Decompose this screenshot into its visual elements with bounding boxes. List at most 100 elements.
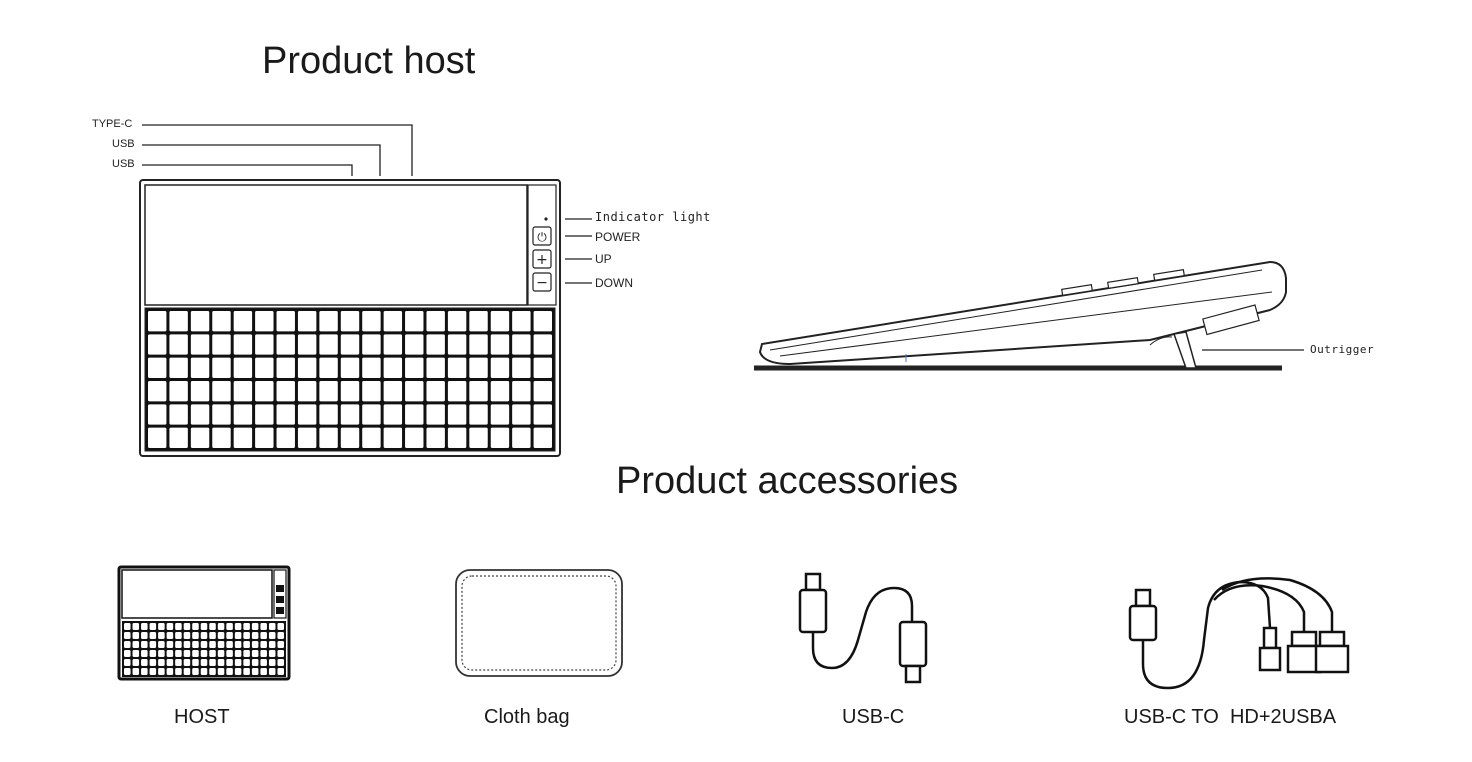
keyboard-key	[226, 641, 233, 648]
keyboard-key	[243, 623, 250, 630]
keyboard-key	[469, 311, 488, 332]
keyboard-key	[276, 404, 295, 425]
svg-text:⏻: ⏻	[537, 230, 547, 244]
keyboard-key	[190, 311, 210, 332]
keyboard-key	[362, 404, 381, 425]
keyboard-key	[141, 632, 148, 639]
keyboard-key	[233, 357, 253, 378]
keyboard-key	[469, 357, 488, 378]
keyboard-key	[166, 659, 174, 666]
keyboard-key	[251, 623, 259, 630]
keyboard-key	[175, 641, 182, 648]
keyboard-key	[132, 632, 140, 639]
keyboard-key	[149, 650, 157, 657]
cloth-bag-icon	[455, 569, 623, 677]
keyboard-key	[212, 357, 231, 378]
keyboard-key	[217, 632, 225, 639]
keyboard-key	[233, 334, 253, 355]
power-label: POWER	[595, 230, 641, 244]
keyboard-key	[132, 641, 140, 648]
svg-text:+: +	[536, 252, 548, 268]
keyboard-key	[169, 311, 188, 332]
keyboard-key	[217, 641, 225, 648]
keyboard-key	[533, 311, 552, 332]
svg-text:−: −	[536, 275, 548, 291]
keyboard-key	[340, 357, 360, 378]
keyboard-key	[158, 668, 165, 675]
keyboard-key	[277, 650, 284, 657]
keyboard-key	[251, 650, 259, 657]
keyboard-key	[490, 311, 510, 332]
keyboard-key	[234, 650, 242, 657]
keyboard-key	[183, 659, 191, 666]
keyboard-key	[226, 650, 233, 657]
keyboard-key	[233, 381, 253, 402]
keyboard-key	[132, 623, 140, 630]
keyboard-key	[490, 404, 510, 425]
keyboard-key	[190, 334, 210, 355]
keyboard-key	[169, 427, 188, 448]
keyboard-key	[209, 659, 216, 666]
keyboard-key	[148, 311, 167, 332]
keyboard-key	[268, 632, 276, 639]
keyboard-key	[490, 427, 510, 448]
keyboard-key	[192, 641, 199, 648]
keyboard-key	[233, 427, 253, 448]
keyboard-key	[158, 623, 165, 630]
host-side-view	[754, 260, 1304, 371]
keyboard-key	[212, 334, 231, 355]
keyboard-key	[209, 641, 216, 648]
keyboard-key	[405, 404, 424, 425]
indicator-light-label: Indicator light	[595, 210, 711, 224]
keyboard-key	[243, 641, 250, 648]
keyboard-key	[166, 650, 174, 657]
keyboard-key	[469, 334, 488, 355]
keyboard-key	[469, 427, 488, 448]
host-device-icon	[117, 565, 291, 681]
keyboard-key	[141, 668, 148, 675]
keyboard-key	[268, 650, 276, 657]
keyboard-key	[260, 623, 267, 630]
keyboard-key	[192, 659, 199, 666]
keyboard-key	[200, 659, 208, 666]
port-label-usb-2: USB	[112, 158, 135, 170]
accessory-label-usb-c: USB-C	[842, 706, 905, 728]
keyboard-key	[234, 641, 242, 648]
keyboard-key	[297, 404, 317, 425]
keyboard-key	[251, 668, 259, 675]
keyboard-key	[255, 311, 274, 332]
keyboard-key	[132, 668, 140, 675]
keyboard-key	[340, 311, 360, 332]
keyboard-key	[319, 357, 338, 378]
keyboard-key	[183, 668, 191, 675]
keyboard-key	[200, 668, 208, 675]
keyboard-key	[276, 357, 295, 378]
keyboard-key	[340, 404, 360, 425]
up-label: UP	[595, 252, 612, 266]
keyboard-key	[319, 311, 338, 332]
keyboard-key	[426, 404, 445, 425]
keyboard-key	[148, 357, 167, 378]
keyboard-key	[340, 427, 360, 448]
keyboard-key	[226, 632, 233, 639]
down-button	[532, 272, 552, 292]
keyboard-key	[166, 668, 174, 675]
keyboard-key	[490, 334, 510, 355]
keyboard-key	[512, 427, 531, 448]
keyboard-key	[276, 311, 295, 332]
keyboard-key	[405, 311, 424, 332]
keyboard-key	[149, 641, 157, 648]
keyboard-key	[277, 632, 284, 639]
keyboard-key	[383, 334, 403, 355]
product-accessories-title: Product accessories	[616, 460, 959, 502]
keyboard-key	[255, 381, 274, 402]
keyboard-key	[383, 357, 403, 378]
keyboard-key	[383, 427, 403, 448]
keyboard-key	[175, 659, 182, 666]
keyboard-key	[276, 334, 295, 355]
keyboard-key	[183, 623, 191, 630]
keyboard-key	[362, 311, 381, 332]
keyboard-key	[533, 427, 552, 448]
keyboard-key	[158, 659, 165, 666]
